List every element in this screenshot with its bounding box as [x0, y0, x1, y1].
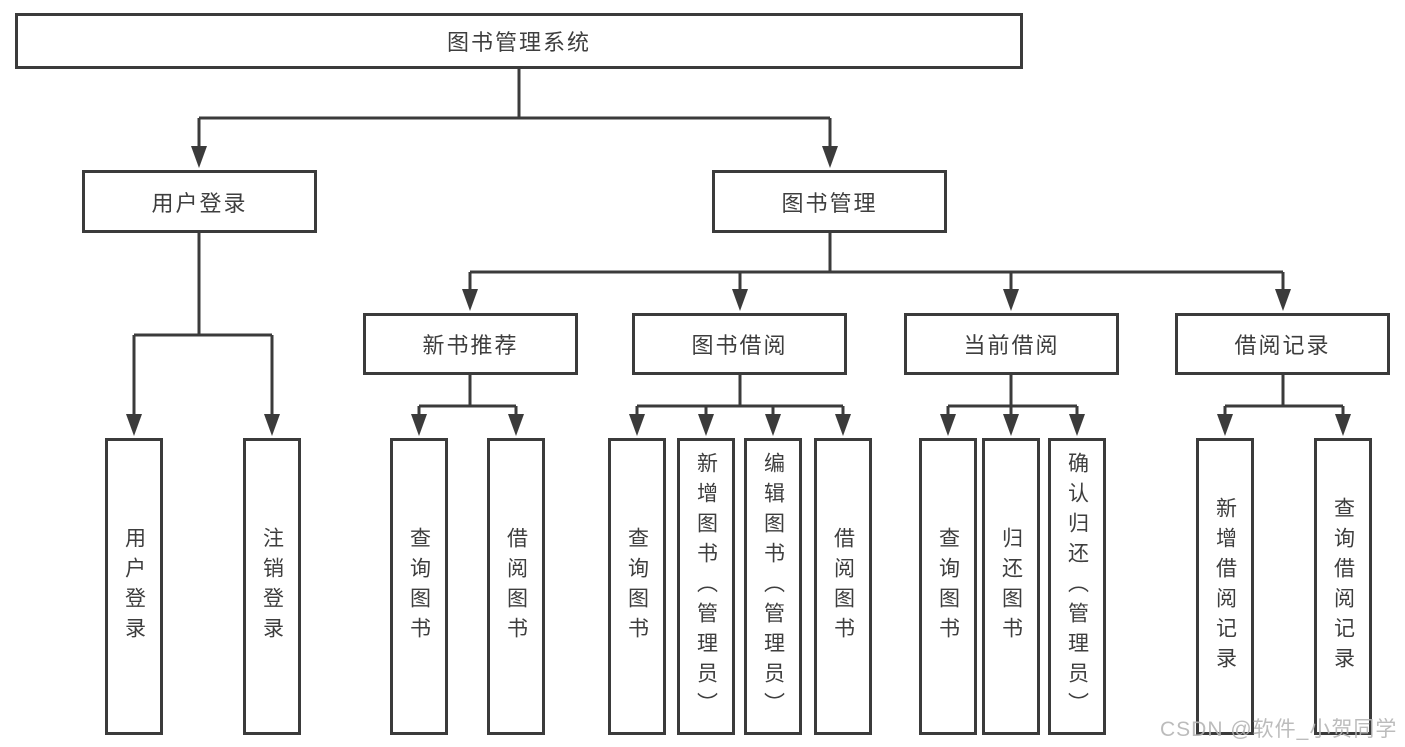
node-new-book-recommend-label: 新书推荐	[422, 333, 519, 358]
arrow-down-icon	[629, 414, 645, 436]
leaf-query-borrow-record: 查询借阅记录	[1314, 438, 1372, 735]
node-user-login: 用户登录	[82, 170, 317, 233]
node-current-borrowing-label: 当前借阅	[963, 333, 1060, 358]
leaf-edit-book-admin: 编辑图书（管理员）	[744, 438, 802, 735]
leaf-query-books-recommend: 查询图书	[390, 438, 448, 735]
leaf-add-borrow-record-label: 新增借阅记录	[1213, 496, 1237, 677]
arrow-down-icon	[126, 414, 142, 436]
arrow-down-icon	[508, 414, 524, 436]
leaf-user-login-label: 用户登录	[122, 526, 146, 647]
node-book-borrowing: 图书借阅	[632, 313, 847, 375]
node-borrow-records: 借阅记录	[1175, 313, 1390, 375]
node-user-login-label: 用户登录	[151, 190, 248, 216]
arrow-down-icon	[1275, 289, 1291, 311]
arrow-down-icon	[732, 289, 748, 311]
connector-lines	[132, 69, 1345, 418]
arrow-down-icon	[1335, 414, 1351, 436]
node-root-label: 图书管理系统	[446, 30, 591, 55]
leaf-query-books-recommend-label: 查询图书	[407, 526, 431, 647]
arrow-down-icon	[1217, 414, 1233, 436]
node-current-borrowing: 当前借阅	[904, 313, 1119, 375]
leaf-confirm-return-admin: 确认归还（管理员）	[1048, 438, 1106, 735]
arrow-down-icon	[822, 146, 838, 168]
node-root: 图书管理系统	[15, 13, 1023, 69]
arrowheads	[126, 146, 1351, 436]
leaf-query-books-current-label: 查询图书	[936, 526, 960, 647]
leaf-query-books-borrowing: 查询图书	[608, 438, 666, 735]
leaf-borrow-books-recommend-label: 借阅图书	[504, 526, 528, 647]
arrow-down-icon	[698, 414, 714, 436]
leaf-borrow-books-borrowing-label: 借阅图书	[831, 526, 855, 647]
arrow-down-icon	[765, 414, 781, 436]
leaf-return-book-label: 归还图书	[999, 526, 1023, 647]
leaf-query-borrow-record-label: 查询借阅记录	[1331, 496, 1355, 677]
arrow-down-icon	[940, 414, 956, 436]
leaf-confirm-return-admin-label: 确认归还（管理员）	[1065, 451, 1089, 722]
leaf-logout: 注销登录	[243, 438, 301, 735]
arrow-down-icon	[191, 146, 207, 168]
watermark: CSDN @软件_小贺同学	[1160, 718, 1398, 741]
node-book-management: 图书管理	[712, 170, 947, 233]
arrow-down-icon	[264, 414, 280, 436]
leaf-query-books-current: 查询图书	[919, 438, 977, 735]
arrow-down-icon	[411, 414, 427, 436]
arrow-down-icon	[462, 289, 478, 311]
arrow-down-icon	[1069, 414, 1085, 436]
node-book-management-label: 图书管理	[781, 190, 878, 216]
leaf-user-login: 用户登录	[105, 438, 163, 735]
leaf-borrow-books-recommend: 借阅图书	[487, 438, 545, 735]
node-borrow-records-label: 借阅记录	[1234, 333, 1331, 358]
leaf-borrow-books-borrowing: 借阅图书	[814, 438, 872, 735]
leaf-add-book-admin: 新增图书（管理员）	[677, 438, 735, 735]
node-book-borrowing-label: 图书借阅	[691, 333, 788, 358]
node-new-book-recommend: 新书推荐	[363, 313, 578, 375]
leaf-add-borrow-record: 新增借阅记录	[1196, 438, 1254, 735]
arrow-down-icon	[1003, 414, 1019, 436]
leaf-query-books-borrowing-label: 查询图书	[625, 526, 649, 647]
arrow-down-icon	[835, 414, 851, 436]
leaf-add-book-admin-label: 新增图书（管理员）	[694, 451, 718, 722]
leaf-return-book: 归还图书	[982, 438, 1040, 735]
leaf-edit-book-admin-label: 编辑图书（管理员）	[761, 451, 785, 722]
arrow-down-icon	[1003, 289, 1019, 311]
leaf-logout-label: 注销登录	[260, 526, 284, 647]
